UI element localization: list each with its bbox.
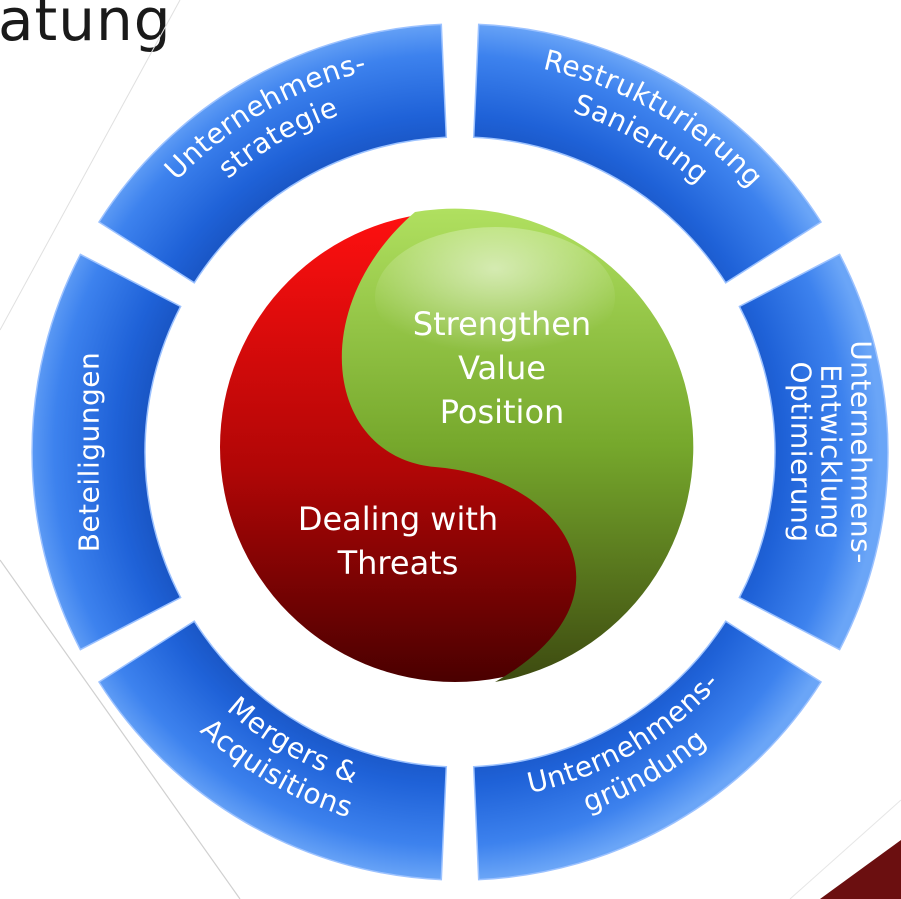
segment-beteiligungen: Beteiligungen — [31, 253, 182, 651]
segment-label-entwicklung: Unternehmens-EntwicklungOptimierung — [785, 340, 878, 564]
segment-shape-gruendung — [472, 620, 823, 881]
segment-shape-mergers — [97, 620, 448, 881]
segment-gruendung: Unternehmens-gründung — [472, 620, 823, 881]
segment-shape-strategie — [97, 23, 448, 284]
segment-entwicklung: Unternehmens-EntwicklungOptimierung — [738, 253, 889, 651]
sphere-highlight — [375, 227, 615, 367]
segment-shape-beteiligungen — [31, 253, 182, 651]
center-circle — [220, 208, 694, 682]
segment-shape-entwicklung — [738, 253, 889, 651]
segment-shape-restrukturierung — [472, 23, 823, 284]
segment-label-beteiligungen: Beteiligungen — [73, 352, 106, 553]
segment-ring: Unternehmens-strategieRestrukturierungSa… — [31, 23, 889, 881]
